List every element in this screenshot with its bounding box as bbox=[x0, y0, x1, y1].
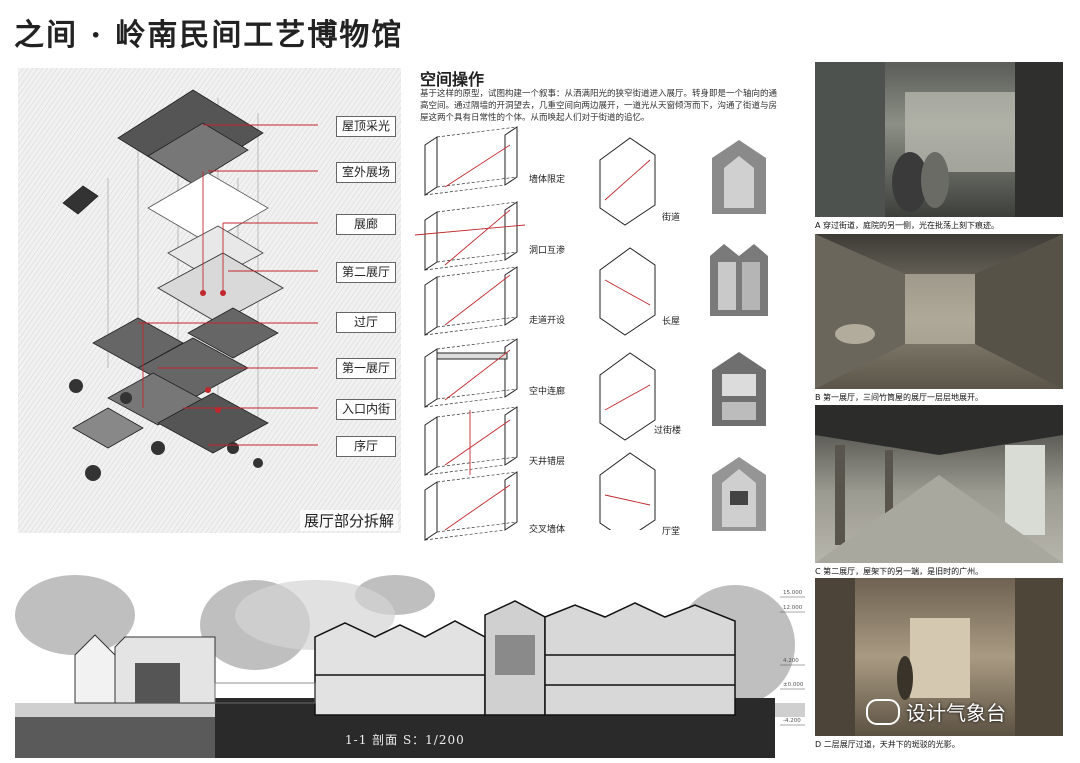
render-hall bbox=[706, 455, 772, 533]
photo-a-caption: A 穿过街道，庭院的另一侧，光在批荡上刻下痕迹。 bbox=[815, 221, 1000, 230]
op-label-sky-bridge: 空中连廊 bbox=[529, 387, 566, 397]
photo-b-caption: B 第一展厅，三间竹筒屋的展厅一层层地展开。 bbox=[815, 393, 984, 402]
tag-roof-light: 屋顶采光 bbox=[336, 116, 396, 137]
op-label-hall: 厅堂 bbox=[662, 527, 681, 537]
op-label-long-house: 长屋 bbox=[662, 317, 681, 327]
section-drawing bbox=[15, 575, 805, 758]
photo-c bbox=[815, 405, 1063, 563]
watermark-text: 设计气象台 bbox=[906, 701, 1006, 725]
tag-gallery: 展廊 bbox=[336, 214, 396, 235]
op-label-arcade: 过街楼 bbox=[654, 426, 682, 436]
axonometric-caption: 展厅部分拆解 bbox=[300, 510, 399, 531]
render-street bbox=[706, 138, 772, 216]
op-label-wall-bounded: 墙体限定 bbox=[529, 175, 566, 185]
operations-intro: 基于这样的原型，试图构建一个叙事：从洒满阳光的狭窄街道进入展厅。转身即是一个轴向… bbox=[420, 89, 778, 123]
op-label-street: 街道 bbox=[662, 213, 681, 223]
operations-title: 空间操作 bbox=[420, 70, 485, 89]
photo-d-caption: D 二层展厅过道，天井下的斑驳的光影。 bbox=[815, 740, 960, 749]
operations-diagrams-right bbox=[599, 137, 656, 530]
operations-diagrams-left bbox=[415, 126, 526, 541]
photo-c-caption: C 第二展厅，屋架下的另一端，是旧时的广州。 bbox=[815, 567, 984, 576]
section-caption: 1-1 剖面 S：1/200 bbox=[345, 733, 465, 747]
photo-b bbox=[815, 234, 1063, 389]
photo-d bbox=[815, 578, 1063, 736]
tag-passage-hall: 过厅 bbox=[336, 312, 396, 333]
photo-a bbox=[815, 62, 1063, 217]
axonometric-drawing bbox=[18, 68, 401, 533]
tag-outdoor-exhibition: 室外展场 bbox=[336, 162, 396, 183]
tag-second-hall: 第二展厅 bbox=[336, 262, 396, 283]
render-long-house bbox=[706, 240, 772, 318]
op-label-corridor: 走道开设 bbox=[529, 316, 566, 326]
page-title: 之间 · 岭南民间工艺博物馆 bbox=[14, 18, 404, 53]
level-minus-4-2: -4.200 bbox=[783, 718, 801, 724]
tag-first-hall: 第一展厅 bbox=[336, 358, 396, 379]
wechat-icon bbox=[866, 698, 900, 725]
level-15: 15.000 bbox=[783, 590, 803, 596]
watermark: 设计气象台 bbox=[866, 697, 1006, 726]
op-label-opening-permeation: 洞口互渗 bbox=[529, 246, 566, 256]
render-arcade bbox=[706, 350, 772, 428]
level-12: 12.000 bbox=[783, 605, 803, 611]
tag-entry-street: 入口内街 bbox=[336, 399, 396, 420]
tag-prelude-hall: 序厅 bbox=[336, 436, 396, 457]
axonometric-diagram: 屋顶采光 室外展场 展廊 第二展厅 过厅 第一展厅 入口内街 序厅 展厅部分拆解 bbox=[18, 68, 401, 533]
op-label-cross-walls: 交叉墙体 bbox=[529, 525, 566, 535]
level-4-2: 4.200 bbox=[783, 658, 799, 664]
op-label-courtyard-split: 天井错层 bbox=[529, 457, 566, 467]
level-0: ±0.000 bbox=[783, 682, 804, 688]
